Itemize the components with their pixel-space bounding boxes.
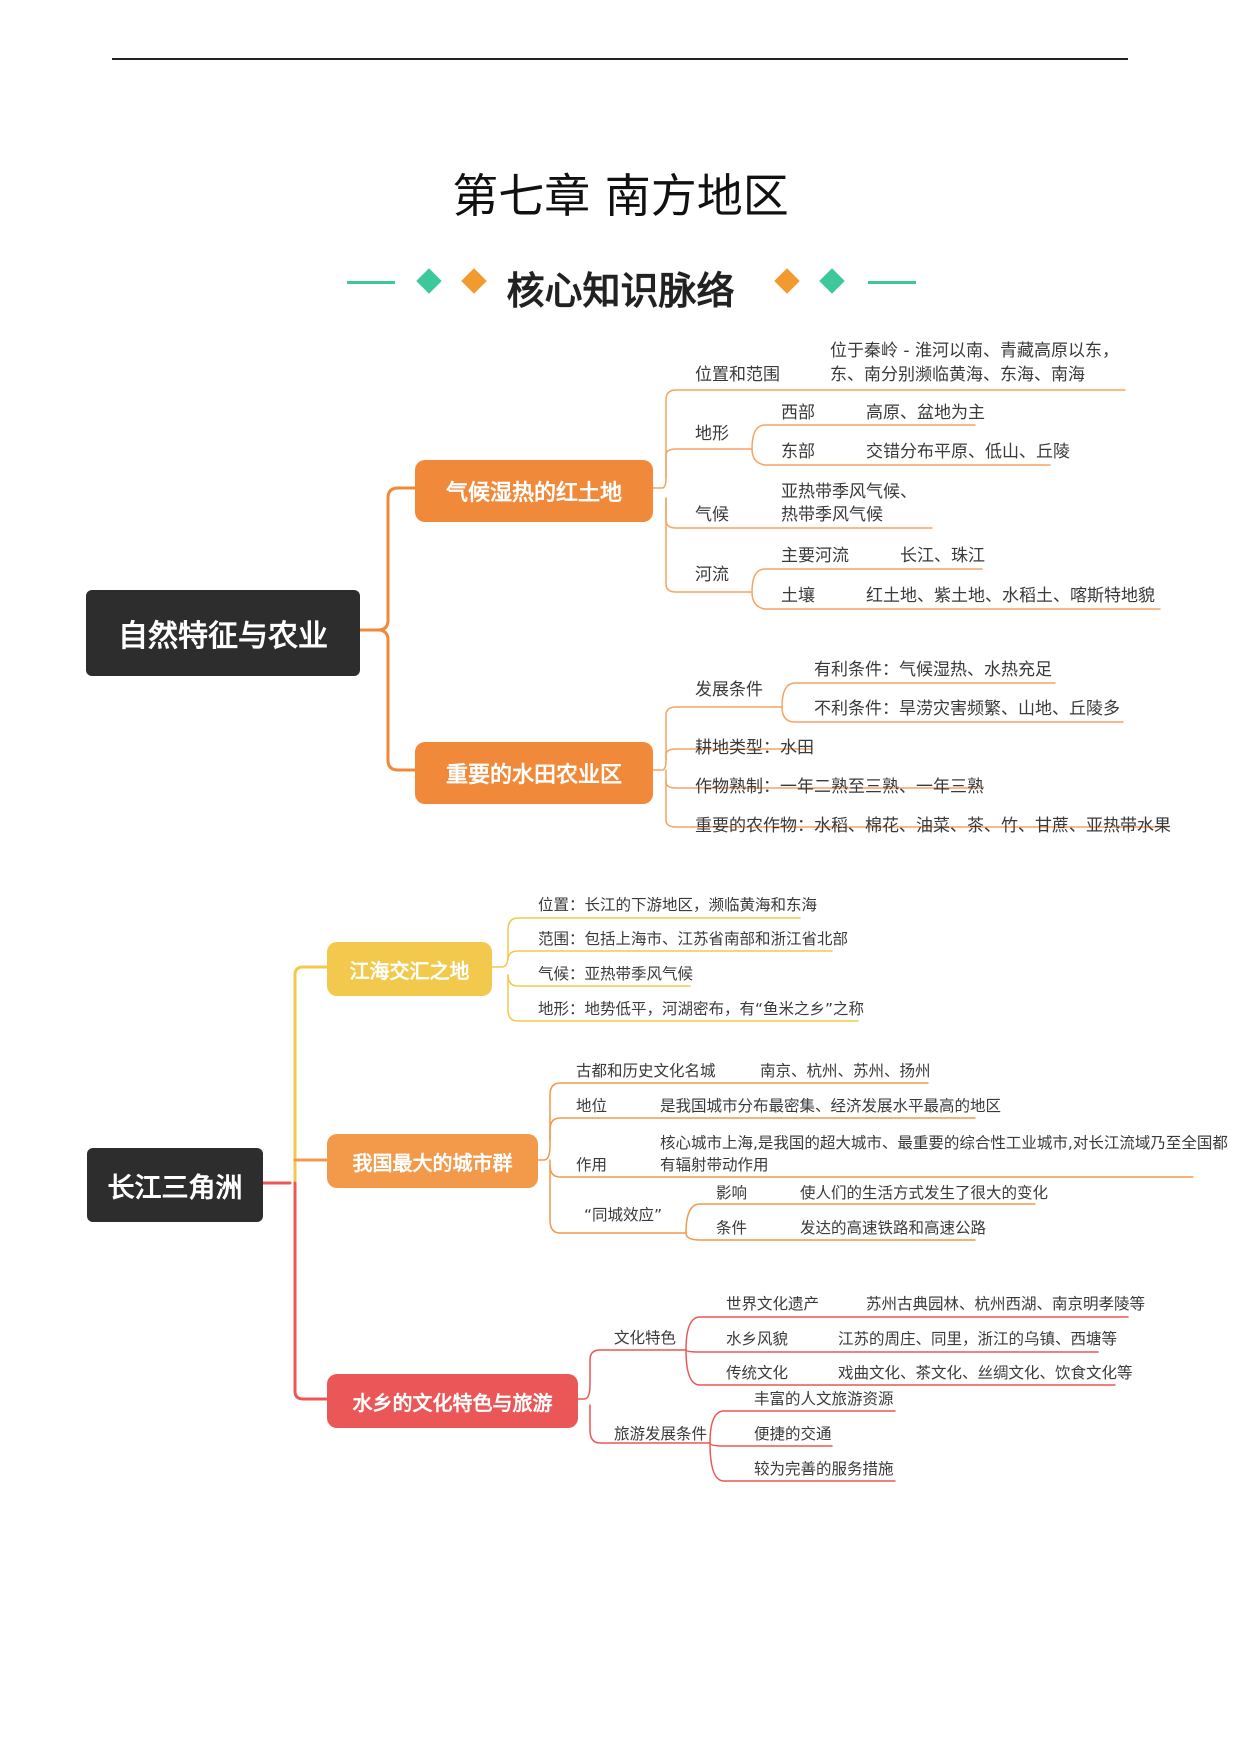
status-value: 是我国城市分布最密集、经济发展水平最高的地区 xyxy=(660,1097,1002,1115)
left-dash xyxy=(347,281,395,284)
section-subtitle: 核心知识脉络 xyxy=(506,269,735,313)
terrain-west-value: 高原、盆地为主 xyxy=(866,403,985,423)
same-city-effect-label: “同城效应” xyxy=(584,1206,663,1224)
subtitle-banner: 核心知识脉络 xyxy=(0,254,1241,313)
branch-largest-city-cluster: 我国最大的城市群 xyxy=(327,1134,538,1188)
location-value-line2: 东、南分别濒临黄海、东海、南海 xyxy=(830,365,1085,385)
status-label: 地位 xyxy=(576,1097,608,1115)
main-rivers-value: 长江、珠江 xyxy=(900,546,985,566)
terrain-west-label: 西部 xyxy=(781,403,815,423)
branch-climate-red-soil: 气候湿热的红土地 xyxy=(415,460,653,522)
rivers-label: 河流 xyxy=(695,565,729,585)
tourism-item: 较为完善的服务措施 xyxy=(754,1460,894,1478)
right-dash xyxy=(868,281,916,284)
farmland-type: 耕地类型：水田 xyxy=(695,738,814,758)
climate-value-line1: 亚热带季风气候、 xyxy=(781,482,917,502)
soil-label: 土壤 xyxy=(781,586,815,606)
branch-river-sea-junction: 江海交汇之地 xyxy=(327,942,492,996)
map2-root-node: 长江三角洲 xyxy=(87,1148,263,1222)
map1-root-node: 自然特征与农业 xyxy=(86,590,360,676)
yrd-climate: 气候：亚热带季风气候 xyxy=(538,965,694,983)
tourism-label: 旅游发展条件 xyxy=(614,1425,708,1443)
terrain-label: 地形 xyxy=(695,424,729,444)
ancient-capitals-label: 古都和历史文化名城 xyxy=(576,1062,716,1080)
condition-label: 条件 xyxy=(716,1219,748,1237)
tradition-label: 传统文化 xyxy=(726,1364,789,1382)
page-title: 第七章 南方地区 xyxy=(452,169,789,223)
conditions-label: 发展条件 xyxy=(695,680,763,700)
soil-value: 红土地、紫土地、水稻土、喀斯特地貌 xyxy=(866,586,1155,606)
location-value-line1: 位于秦岭 - 淮河以南、青藏高原以东， xyxy=(830,341,1119,361)
yrd-terrain: 地形：地势低平，河湖密布，有“鱼米之乡”之称 xyxy=(538,1000,865,1018)
influence-value: 使人们的生活方式发生了很大的变化 xyxy=(800,1184,1049,1202)
location-label: 位置和范围 xyxy=(695,365,780,385)
heritage-value: 苏州古典园林、杭州西湖、南京明孝陵等 xyxy=(866,1295,1146,1313)
condition-value: 发达的高速铁路和高速公路 xyxy=(800,1219,987,1237)
role-label: 作用 xyxy=(576,1156,608,1174)
ancient-capitals-value: 南京、杭州、苏州、扬州 xyxy=(760,1062,931,1080)
yrd-scope: 范围：包括上海市、江苏省南部和浙江省北部 xyxy=(538,930,849,948)
climate-value-line2: 热带季风气候 xyxy=(781,505,883,525)
role-value-line2: 有辐射带动作用 xyxy=(660,1156,769,1174)
tradition-value: 戏曲文化、茶文化、丝绸文化、饮食文化等 xyxy=(838,1364,1133,1382)
cropping-system: 作物熟制：一年二熟至三熟、一年三熟 xyxy=(695,777,984,797)
climate-label: 气候 xyxy=(695,505,729,525)
tourism-item: 丰富的人文旅游资源 xyxy=(754,1390,894,1408)
terrain-east-value: 交错分布平原、低山、丘陵 xyxy=(866,442,1070,462)
influence-label: 影响 xyxy=(716,1184,748,1202)
favorable-conditions: 有利条件：气候湿热、水热充足 xyxy=(814,660,1052,680)
watertown-label: 水乡风貌 xyxy=(726,1330,789,1348)
culture-label: 文化特色 xyxy=(614,1329,677,1347)
role-value-line1: 核心城市上海,是我国的超大城市、最重要的综合性工业城市,对长江流域乃至全国都 xyxy=(660,1134,1228,1152)
branch-paddy-agriculture: 重要的水田农业区 xyxy=(415,742,653,804)
branch-water-town-culture: 水乡的文化特色与旅游 xyxy=(327,1374,578,1428)
unfavorable-conditions: 不利条件：旱涝灾害频繁、山地、丘陵多 xyxy=(814,699,1120,719)
tourism-item: 便捷的交通 xyxy=(754,1425,832,1443)
watertown-value: 江苏的周庄、同里，浙江的乌镇、西塘等 xyxy=(838,1330,1118,1348)
yrd-location: 位置：长江的下游地区，濒临黄海和东海 xyxy=(538,896,818,914)
terrain-east-label: 东部 xyxy=(781,442,815,462)
main-rivers-label: 主要河流 xyxy=(781,546,849,566)
header-rule xyxy=(112,58,1128,60)
heritage-label: 世界文化遗产 xyxy=(726,1295,820,1313)
important-crops: 重要的农作物：水稻、棉花、油菜、茶、竹、甘蔗、亚热带水果 xyxy=(695,816,1171,836)
